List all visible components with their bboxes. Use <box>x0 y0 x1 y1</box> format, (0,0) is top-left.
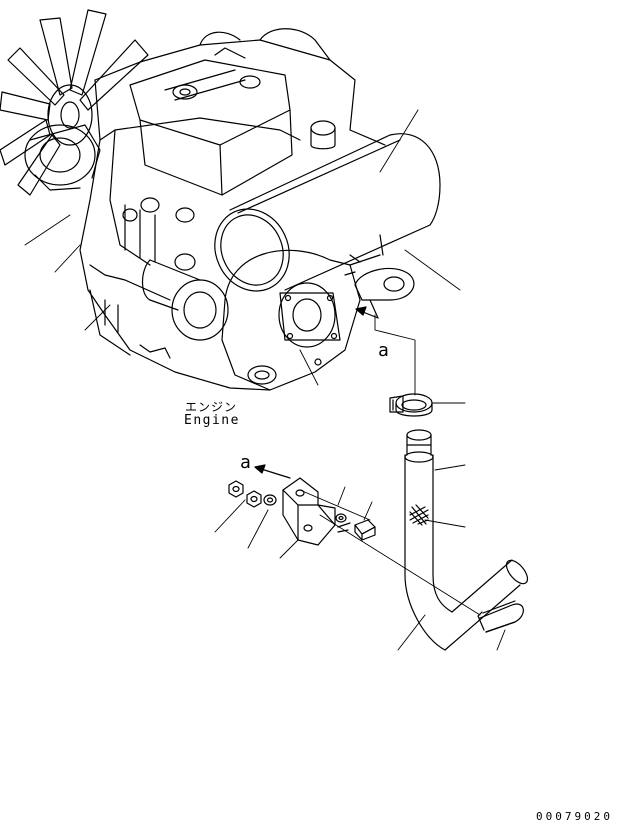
nut <box>228 480 262 508</box>
intake-hose <box>404 429 453 651</box>
center-lines <box>299 314 481 616</box>
intake-pipe <box>444 559 529 651</box>
washer <box>263 494 347 523</box>
view-arrow-lower <box>254 464 291 479</box>
u-bolt <box>477 600 524 633</box>
air-cleaner <box>214 133 441 292</box>
hose-clamp <box>389 393 433 417</box>
engine-label-en: Engine <box>184 413 240 428</box>
view-mark-lower: a <box>240 452 251 473</box>
engine-label-jp: エンジン <box>185 400 238 414</box>
drawing-number: 00079020 <box>536 810 613 823</box>
view-mark-upper: a <box>378 340 389 361</box>
engine <box>0 9 415 391</box>
bracket <box>282 477 336 546</box>
bolt <box>337 519 376 541</box>
leader-lines <box>24 109 506 651</box>
